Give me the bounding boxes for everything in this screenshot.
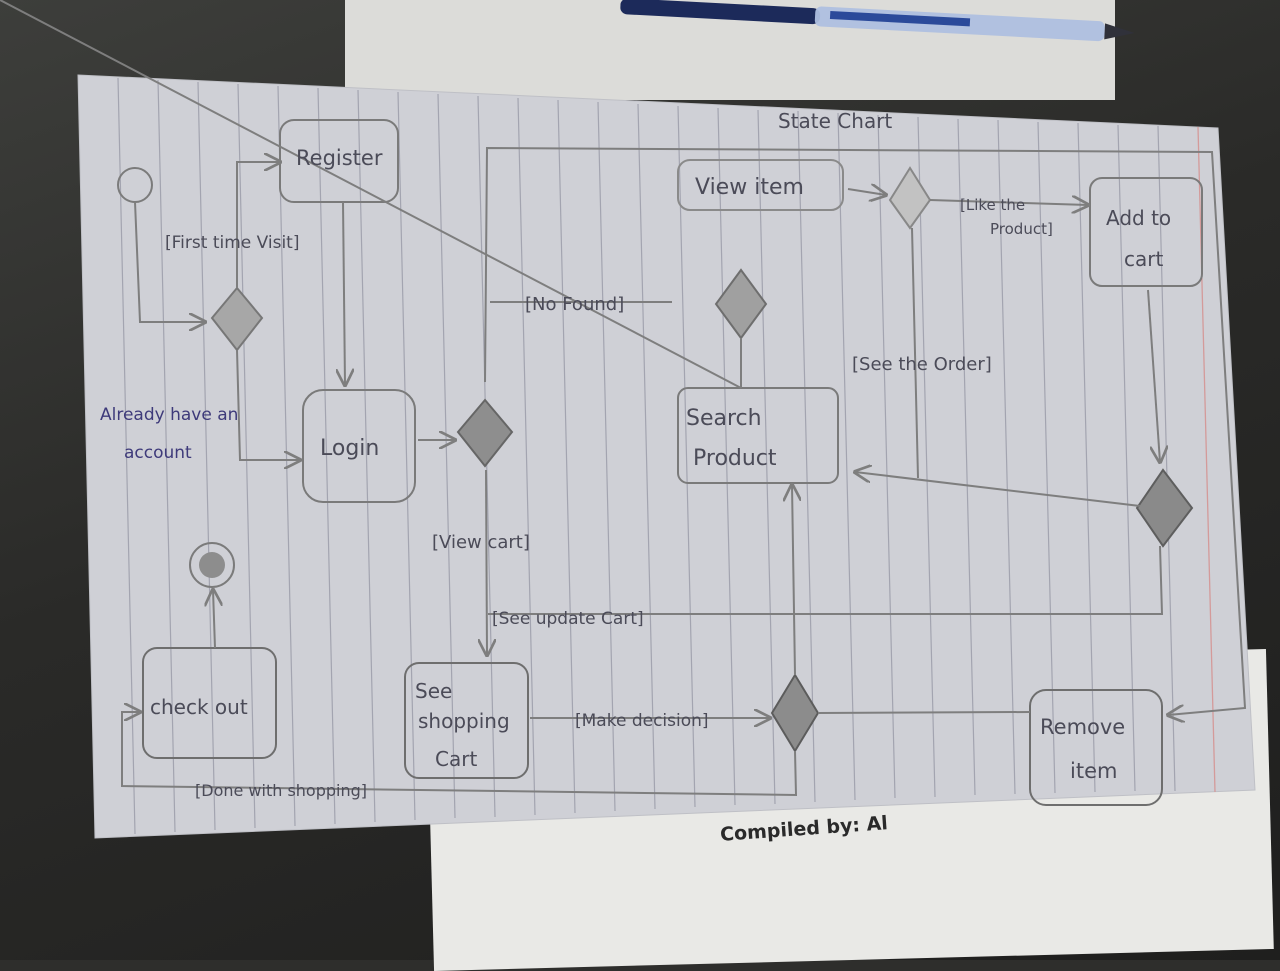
guard-see-the-order: [See the Order] [852,354,992,375]
decision-order [1135,468,1194,548]
guard-see-update-cart: [See update Cart] [492,609,644,629]
label-see-cart-3: Cart [435,747,477,771]
decision-after-login [456,398,514,468]
chart-title: State Chart [778,109,892,133]
guard-first-time-visit: [First time Visit] [165,233,299,253]
notebook-paper [77,74,1256,839]
label-remove-item-2: item [1070,759,1117,783]
label-remove-item-1: Remove [1040,715,1125,739]
label-search-product-1: Search [686,406,762,431]
label-search-product-2: Product [693,446,777,471]
state-search-product [677,387,839,484]
label-add-to-cart-1: Add to [1106,206,1171,230]
state-check-out [142,647,277,759]
label-register: Register [296,146,383,170]
guard-no-found: [No Found] [525,294,624,315]
label-add-to-cart-2: cart [1124,247,1163,271]
state-see-shopping-cart [404,662,529,779]
label-see-cart-2: shopping [418,709,510,733]
final-state-dot [199,552,225,578]
transitions [0,0,1247,797]
guard-already-account-1: Already have an [100,405,238,425]
label-check-out: check out [150,695,248,719]
margin-line [1197,126,1216,793]
label-login: Login [320,436,379,461]
label-see-cart-1: See [415,679,452,703]
state-login [302,389,416,503]
decision-like-product [888,166,932,230]
guard-done-shopping: [Done with shopping] [195,781,367,800]
guard-make-decision: [Make decision] [575,711,709,731]
state-view-item [677,159,844,211]
guard-like-product-1: [Like the [960,196,1025,214]
pen-icon [620,0,1135,42]
state-remove-item [1029,689,1163,806]
guard-view-cart: [View cart] [432,532,530,553]
state-add-to-cart [1089,177,1203,287]
label-view-item: View item [695,175,804,200]
guard-like-product-2: Product] [990,220,1053,238]
final-state-ring [189,542,235,588]
guard-already-account-2: account [124,443,192,463]
